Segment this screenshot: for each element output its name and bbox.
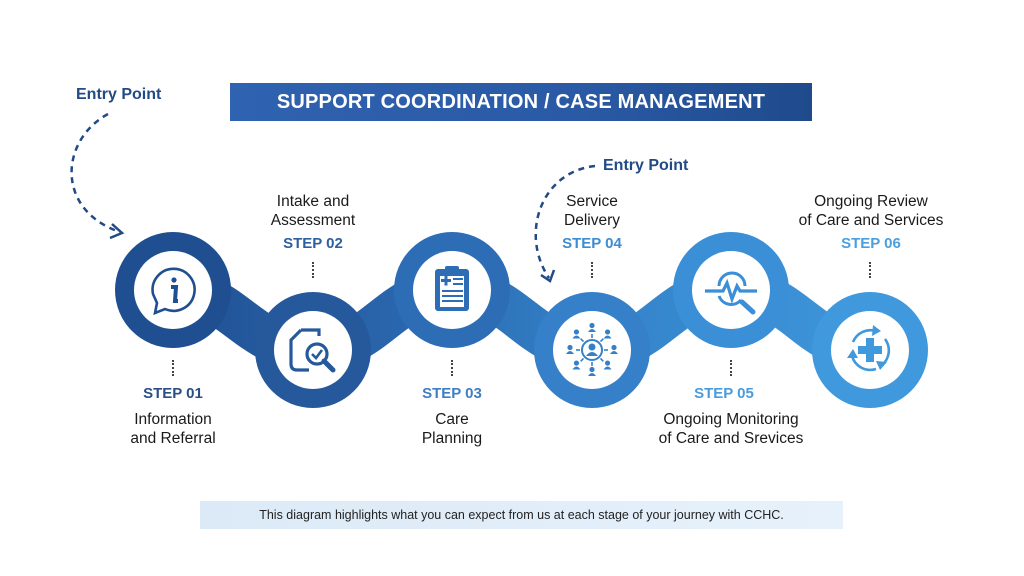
- pulse-magnifier-icon: [705, 271, 757, 315]
- step-03-title-line2: Planning: [421, 430, 483, 447]
- step-02-number: STEP 02: [283, 235, 343, 252]
- entry-arrow-1: [70, 112, 121, 234]
- title-banner: SUPPORT COORDINATION / CASE MANAGEMENT: [230, 83, 812, 121]
- step-06-title-line2: of Care and Services: [798, 212, 944, 229]
- entry-point-label-1: Entry Point: [76, 86, 162, 103]
- step-05-connector: [730, 360, 732, 376]
- step-03-number: STEP 03: [422, 385, 482, 402]
- step-05-title-line1: Ongoing Monitoring: [663, 411, 799, 428]
- step-02-connector: [312, 262, 314, 278]
- footer-text: This diagram highlights what you can exp…: [259, 508, 784, 522]
- step-02-icon-bg: [274, 311, 352, 389]
- entry-point-label-2: Entry Point: [603, 157, 689, 174]
- step-02-title-line1: Intake and: [276, 193, 350, 210]
- person-icon: [588, 322, 596, 338]
- step-01-title-line2: and Referral: [130, 430, 216, 447]
- step-01-title-line1: Information: [134, 411, 212, 428]
- step-06-title: Ongoing Review of Care and Services: [771, 192, 971, 230]
- step-03-connector: [451, 360, 453, 376]
- step-01-connector: [172, 360, 174, 376]
- people-network-icon: [566, 322, 618, 376]
- entry-arrow-2-head: [540, 269, 556, 283]
- step-02-title-line2: Assessment: [270, 212, 356, 229]
- step-04-title-line1: Service: [566, 193, 618, 210]
- step-05-number: STEP 05: [694, 385, 754, 402]
- step-03-title: Care Planning: [352, 410, 552, 448]
- person-icon: [599, 329, 612, 343]
- step-01-number: STEP 01: [143, 385, 203, 402]
- step-01-icon-bg: [134, 251, 212, 329]
- step-06-number: STEP 06: [841, 235, 901, 252]
- step-02-title: Intake and Assessment: [213, 192, 413, 230]
- entry-arrow-1-head: [109, 223, 125, 240]
- step-04-title: Service Delivery: [492, 192, 692, 230]
- step-05-icon-bg: [692, 251, 770, 329]
- person-icon: [588, 362, 596, 376]
- step-01-title: Information and Referral: [73, 410, 273, 448]
- step-04-connector: [591, 262, 593, 278]
- step-04-title-line2: Delivery: [564, 212, 620, 229]
- step-05-title: Ongoing Monitoring of Care and Srevices: [631, 410, 831, 448]
- person-icon: [604, 344, 618, 354]
- step-06-connector: [869, 262, 871, 278]
- step-03-title-line1: Care: [435, 411, 469, 428]
- page-title: SUPPORT COORDINATION / CASE MANAGEMENT: [276, 90, 766, 113]
- cycle-medical-cross-icon: [847, 325, 891, 372]
- step-05-title-line2: of Care and Srevices: [658, 430, 804, 447]
- person-icon: [572, 357, 585, 370]
- medical-clipboard-icon: [435, 266, 469, 311]
- info-chat-icon: [151, 267, 196, 316]
- document-search-check-icon: [289, 328, 336, 373]
- footer-note: This diagram highlights what you can exp…: [200, 501, 843, 529]
- person-icon: [572, 329, 585, 343]
- person-icon: [566, 344, 580, 354]
- person-icon: [599, 357, 612, 370]
- step-06-title-line1: Ongoing Review: [814, 193, 928, 210]
- step-04-number: STEP 04: [562, 235, 622, 252]
